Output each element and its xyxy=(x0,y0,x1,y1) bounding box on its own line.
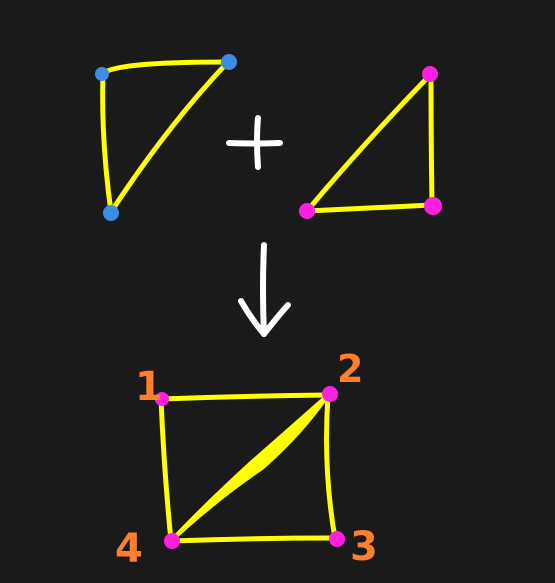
vertex-magenta xyxy=(422,66,438,82)
combined-square xyxy=(158,392,338,544)
triangle-right-edge-diagonal xyxy=(304,71,434,214)
vertex-magenta xyxy=(329,531,345,547)
vertex-blue xyxy=(103,205,119,221)
square-edge-top xyxy=(158,392,331,402)
vertex-label-4: 4 xyxy=(115,526,143,572)
triangle-right-edge-bottom xyxy=(304,202,435,214)
triangle-left-edge-left xyxy=(100,71,114,215)
vertex-magenta xyxy=(155,392,169,406)
square-edge-left xyxy=(158,396,174,544)
vertex-blue xyxy=(95,67,109,81)
plus-operator xyxy=(226,115,283,170)
triangle-right-vertices xyxy=(299,66,442,219)
square-edge-right xyxy=(324,392,338,541)
vertex-magenta xyxy=(424,197,442,215)
square-edge-bottom xyxy=(168,535,338,544)
triangle-right xyxy=(304,71,435,214)
vertex-magenta xyxy=(299,203,315,219)
triangle-left-vertices xyxy=(95,54,237,221)
vertex-label-2: 2 xyxy=(337,347,363,391)
vertex-magenta xyxy=(164,533,180,549)
down-arrow-icon xyxy=(238,242,291,337)
vertex-label-3: 3 xyxy=(350,524,378,570)
vertex-blue xyxy=(221,54,237,70)
vertex-label-1: 1 xyxy=(135,364,163,410)
triangle-right-edge-right xyxy=(428,71,435,208)
triangle-left-edge-diagonal xyxy=(108,59,231,215)
square-vertices xyxy=(155,386,345,549)
vertex-magenta xyxy=(322,386,338,402)
